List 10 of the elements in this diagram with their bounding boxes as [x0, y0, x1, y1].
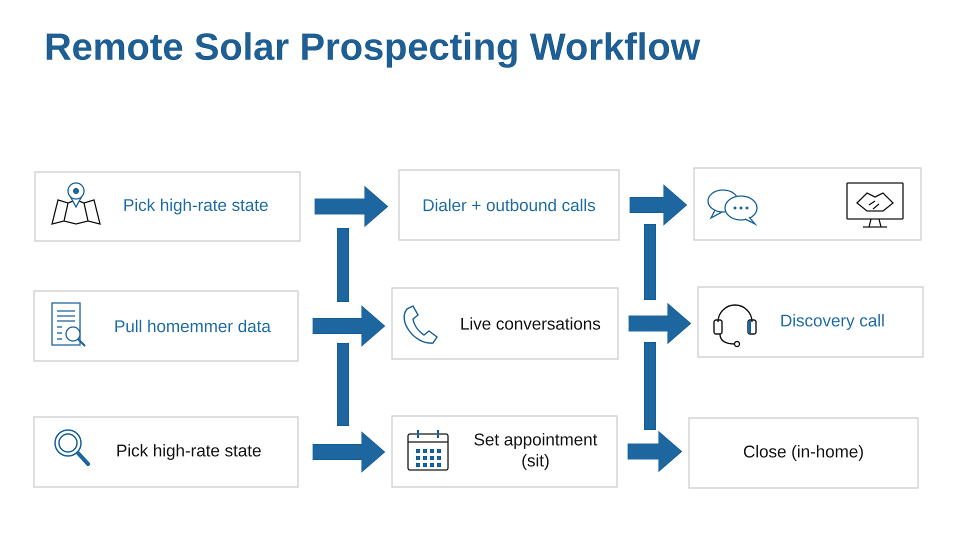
process-box: Pick high-rate state: [33, 416, 299, 488]
process-box: Close (in-home): [688, 417, 919, 489]
process-box: [693, 167, 922, 241]
process-box: Set appointment (sit): [391, 415, 618, 488]
process-box: Pull homemmer data: [33, 290, 299, 362]
title: Remote Solar Prospecting Workflow: [46, 32, 700, 68]
process-box: Dialer + outbound calls: [398, 169, 620, 241]
process-box: Live conversations: [391, 287, 619, 360]
process-box: Discovery call: [697, 286, 924, 358]
process-box: Pick high-rate state: [34, 171, 301, 242]
